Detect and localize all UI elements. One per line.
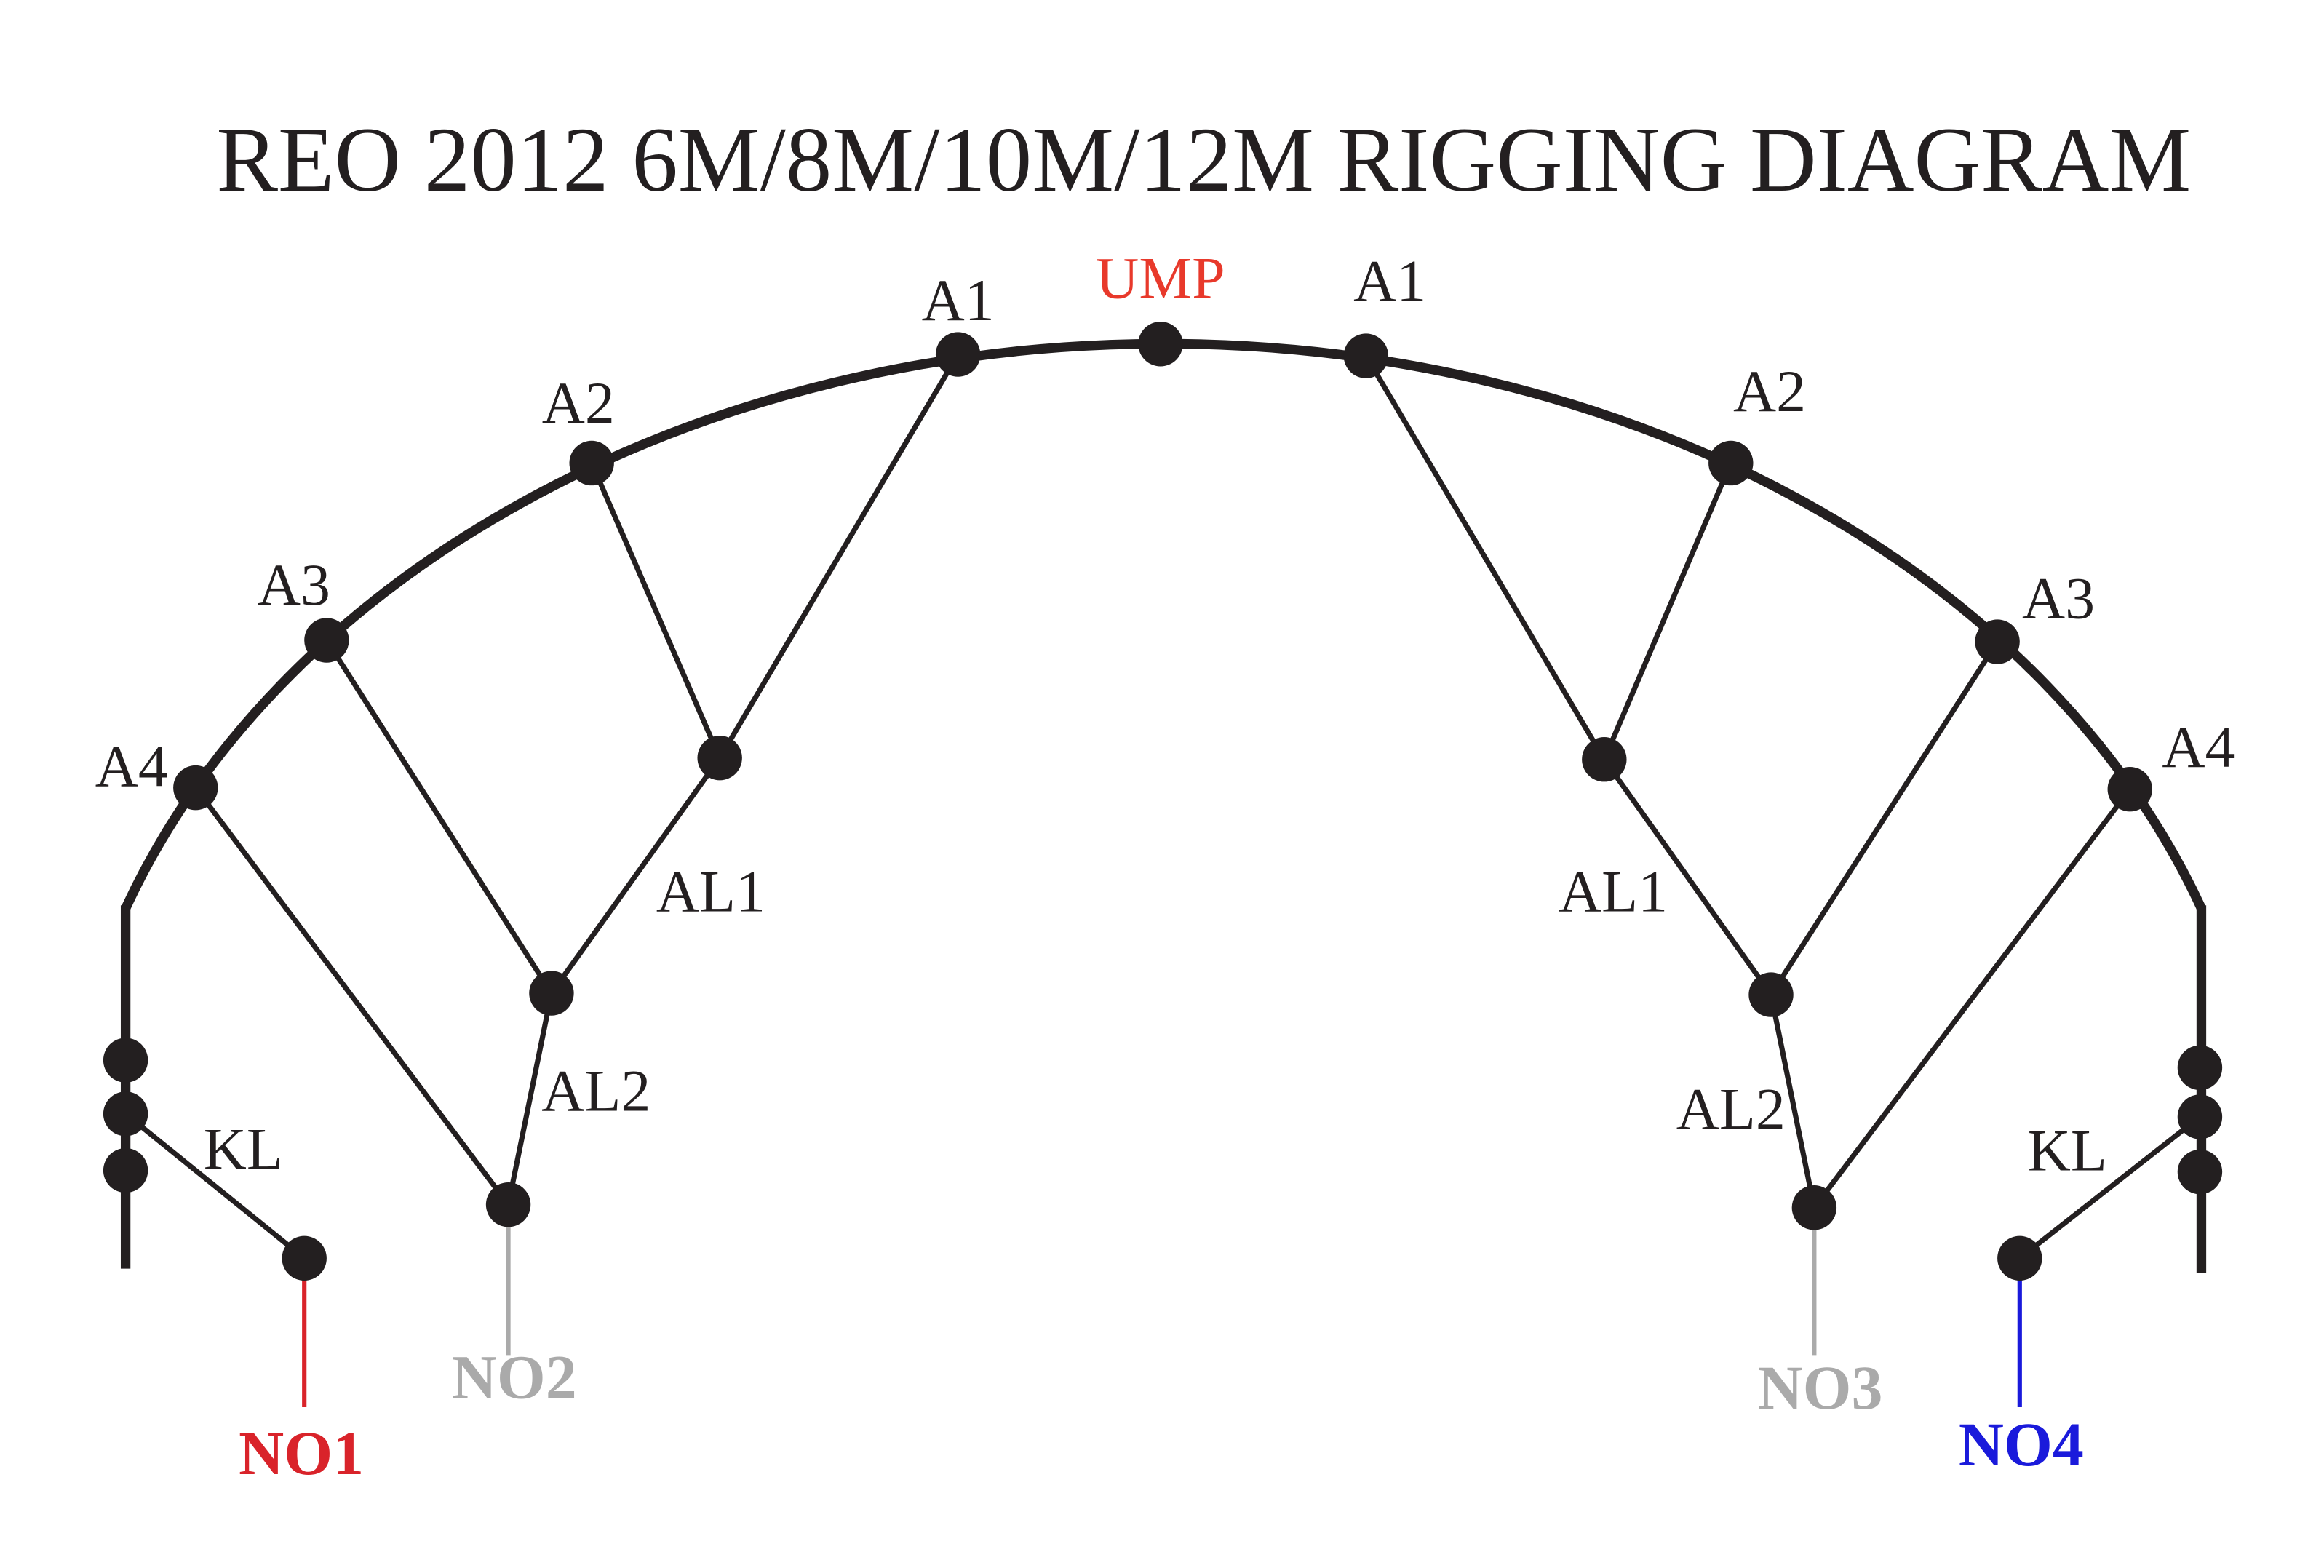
al1-right-point — [1582, 737, 1627, 782]
al1-right-label: AL1 — [1559, 858, 1668, 924]
no3-junction — [1791, 1185, 1837, 1230]
a2-right-label: A2 — [1733, 358, 1806, 424]
a4-right-point — [2107, 766, 2152, 812]
al1-left-label: AL1 — [656, 858, 765, 924]
a3-left-label: A3 — [258, 552, 330, 618]
a1-right-label: A1 — [1353, 247, 1426, 314]
al2-left-label: AL2 — [541, 1058, 650, 1124]
a4-left-label: A4 — [95, 733, 168, 800]
al2-right-point — [1748, 972, 1794, 1017]
no3-label: NO3 — [1758, 1353, 1883, 1422]
kl-right-label: KL — [2028, 1118, 2107, 1184]
no2-label: NO2 — [452, 1342, 577, 1412]
kl-left-label: KL — [204, 1116, 283, 1182]
al2-left-point — [529, 971, 574, 1016]
right-stab-point-3 — [2177, 1149, 2223, 1195]
left-line-set — [124, 353, 960, 1261]
right-line-set — [1364, 354, 2202, 1261]
left-stab-point-1 — [103, 1038, 148, 1083]
al1-left-point — [697, 735, 742, 781]
left-stab-point-2 — [103, 1091, 148, 1137]
no1-label: NO1 — [239, 1418, 364, 1488]
canopy-arc — [121, 338, 2206, 911]
right-stab-point-1 — [2177, 1045, 2223, 1091]
no4-junction — [1997, 1235, 2042, 1281]
no1-junction — [282, 1235, 327, 1281]
a3-right-point — [1975, 619, 2020, 664]
a4-left-point — [173, 765, 218, 811]
a1-left-label: A1 — [922, 267, 995, 333]
a3-left-point — [304, 618, 349, 663]
a2-left-point — [569, 440, 614, 486]
a2-right-point — [1708, 440, 1754, 486]
ump-point — [1138, 322, 1183, 367]
a1-right-point — [1343, 333, 1389, 378]
ump-label: UMP — [1096, 244, 1225, 311]
a4-right-label: A4 — [2162, 714, 2235, 780]
no2-junction — [485, 1182, 531, 1227]
a2-left-label: A2 — [542, 370, 615, 436]
no4-label: NO4 — [1959, 1409, 2084, 1479]
a3-right-label: A3 — [2022, 565, 2095, 631]
left-stab-point-3 — [103, 1147, 148, 1193]
al2-right-label: AL2 — [1676, 1075, 1786, 1142]
a1-left-point — [935, 332, 981, 377]
right-stab-point-2 — [2177, 1094, 2223, 1139]
diagram-title: REO 2012 6M/8M/10M/12M RIGGING DIAGRAM — [216, 109, 2191, 211]
attachment-points — [103, 322, 2223, 1281]
